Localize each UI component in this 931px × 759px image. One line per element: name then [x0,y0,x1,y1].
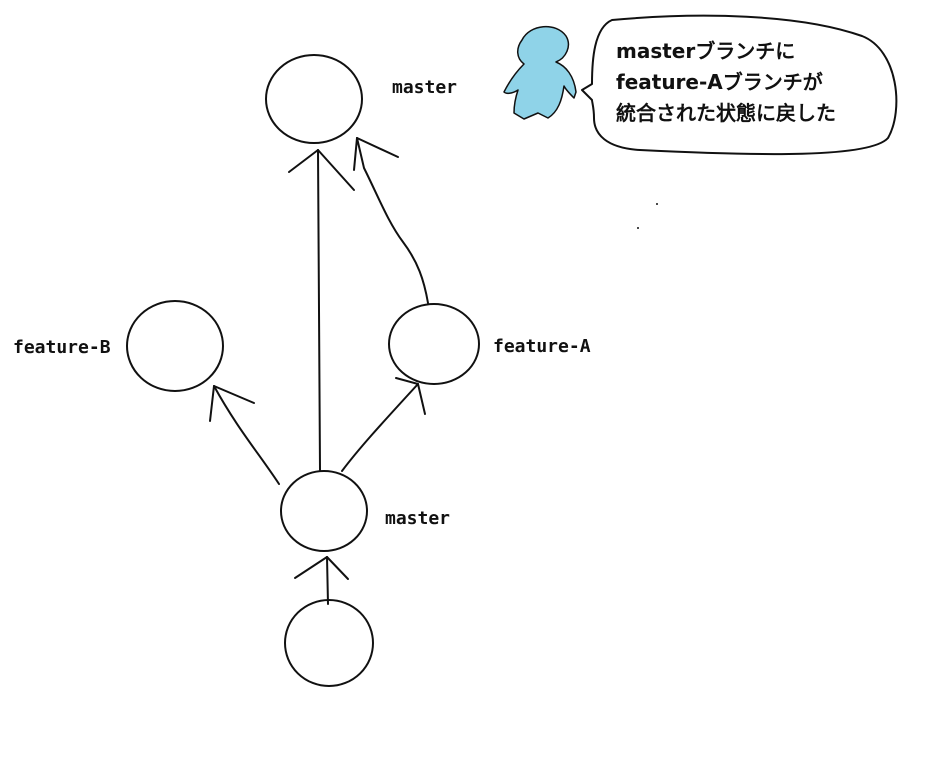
speech-bubble-line: masterブランチに [616,39,796,63]
edge-root-to-master [294,556,349,605]
speech-bubble-outline [581,14,898,156]
person-icon [503,26,577,120]
label-middle-master: master [385,508,451,529]
commit-node-root [284,599,374,687]
label-feature-a: feature-A [493,336,591,357]
commit-node-feature-a [388,303,480,385]
label-top-master: master [392,77,458,98]
commit-node-feature-b [126,300,224,392]
commit-node-top-master [265,54,363,144]
label-feature-b: feature-B [13,337,111,358]
speech-bubble-text: masterブランチに feature-Aブランチが 統合された状態に戻した [616,36,836,129]
stray-dot [637,227,639,229]
commit-node-middle-master [280,470,368,552]
edge-master-to-feature-b [209,385,280,485]
edge-feature-a-merge-to-master [353,137,429,304]
edge-master-to-top-master [288,149,355,471]
edge-master-to-feature-a [341,377,426,472]
stray-dot [656,203,658,205]
speech-bubble-line: 統合された状態に戻した [616,101,836,125]
speech-bubble-line: feature-Aブランチが [616,70,823,94]
